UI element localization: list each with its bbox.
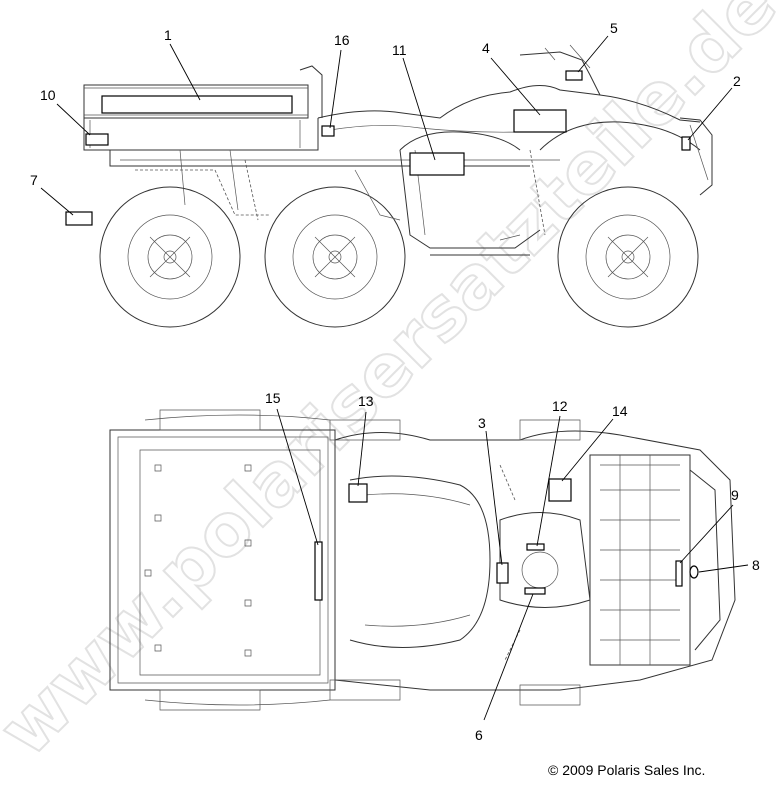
callout-4: 4 (482, 40, 490, 56)
decal-12 (526, 543, 545, 551)
decal-11 (409, 152, 465, 176)
decal-2 (681, 136, 691, 151)
side-leaders (40, 35, 733, 216)
callout-13: 13 (358, 393, 374, 409)
callout-12: 12 (552, 398, 568, 414)
callout-10: 10 (40, 87, 56, 103)
callout-3: 3 (478, 415, 486, 431)
callout-11: 11 (392, 42, 407, 58)
copyright-notice: © 2009 Polaris Sales Inc. (548, 762, 706, 778)
callout-9: 9 (731, 487, 739, 503)
callout-8: 8 (752, 557, 760, 573)
top-leaders (276, 408, 749, 721)
side-wheel-rear-left (99, 186, 241, 328)
decal-1 (101, 95, 293, 114)
top-view-vehicle (109, 409, 736, 711)
decal-8 (689, 565, 699, 579)
callout-14: 14 (612, 403, 628, 419)
decal-9 (675, 560, 683, 587)
decal-6 (524, 587, 546, 595)
callout-6: 6 (475, 727, 483, 743)
callout-7: 7 (30, 172, 38, 188)
callouts: 1 16 11 4 5 2 10 7 15 13 3 12 14 9 8 6 (30, 20, 760, 743)
decal-7 (65, 211, 93, 226)
decal-14 (548, 478, 572, 502)
callout-2: 2 (733, 73, 741, 89)
decal-16 (321, 125, 335, 137)
decal-10 (85, 133, 109, 146)
callout-15: 15 (265, 390, 281, 406)
decal-13 (348, 483, 368, 503)
callout-5: 5 (610, 20, 618, 36)
side-wheel-front (557, 186, 699, 328)
decal-3 (496, 562, 509, 584)
side-view-vehicle (83, 44, 713, 328)
decal-4 (513, 109, 567, 133)
callout-1: 1 (164, 27, 172, 43)
decal-5 (565, 70, 583, 81)
callout-16: 16 (334, 32, 350, 48)
decal-15 (314, 541, 323, 601)
side-wheel-rear-right (264, 186, 406, 328)
